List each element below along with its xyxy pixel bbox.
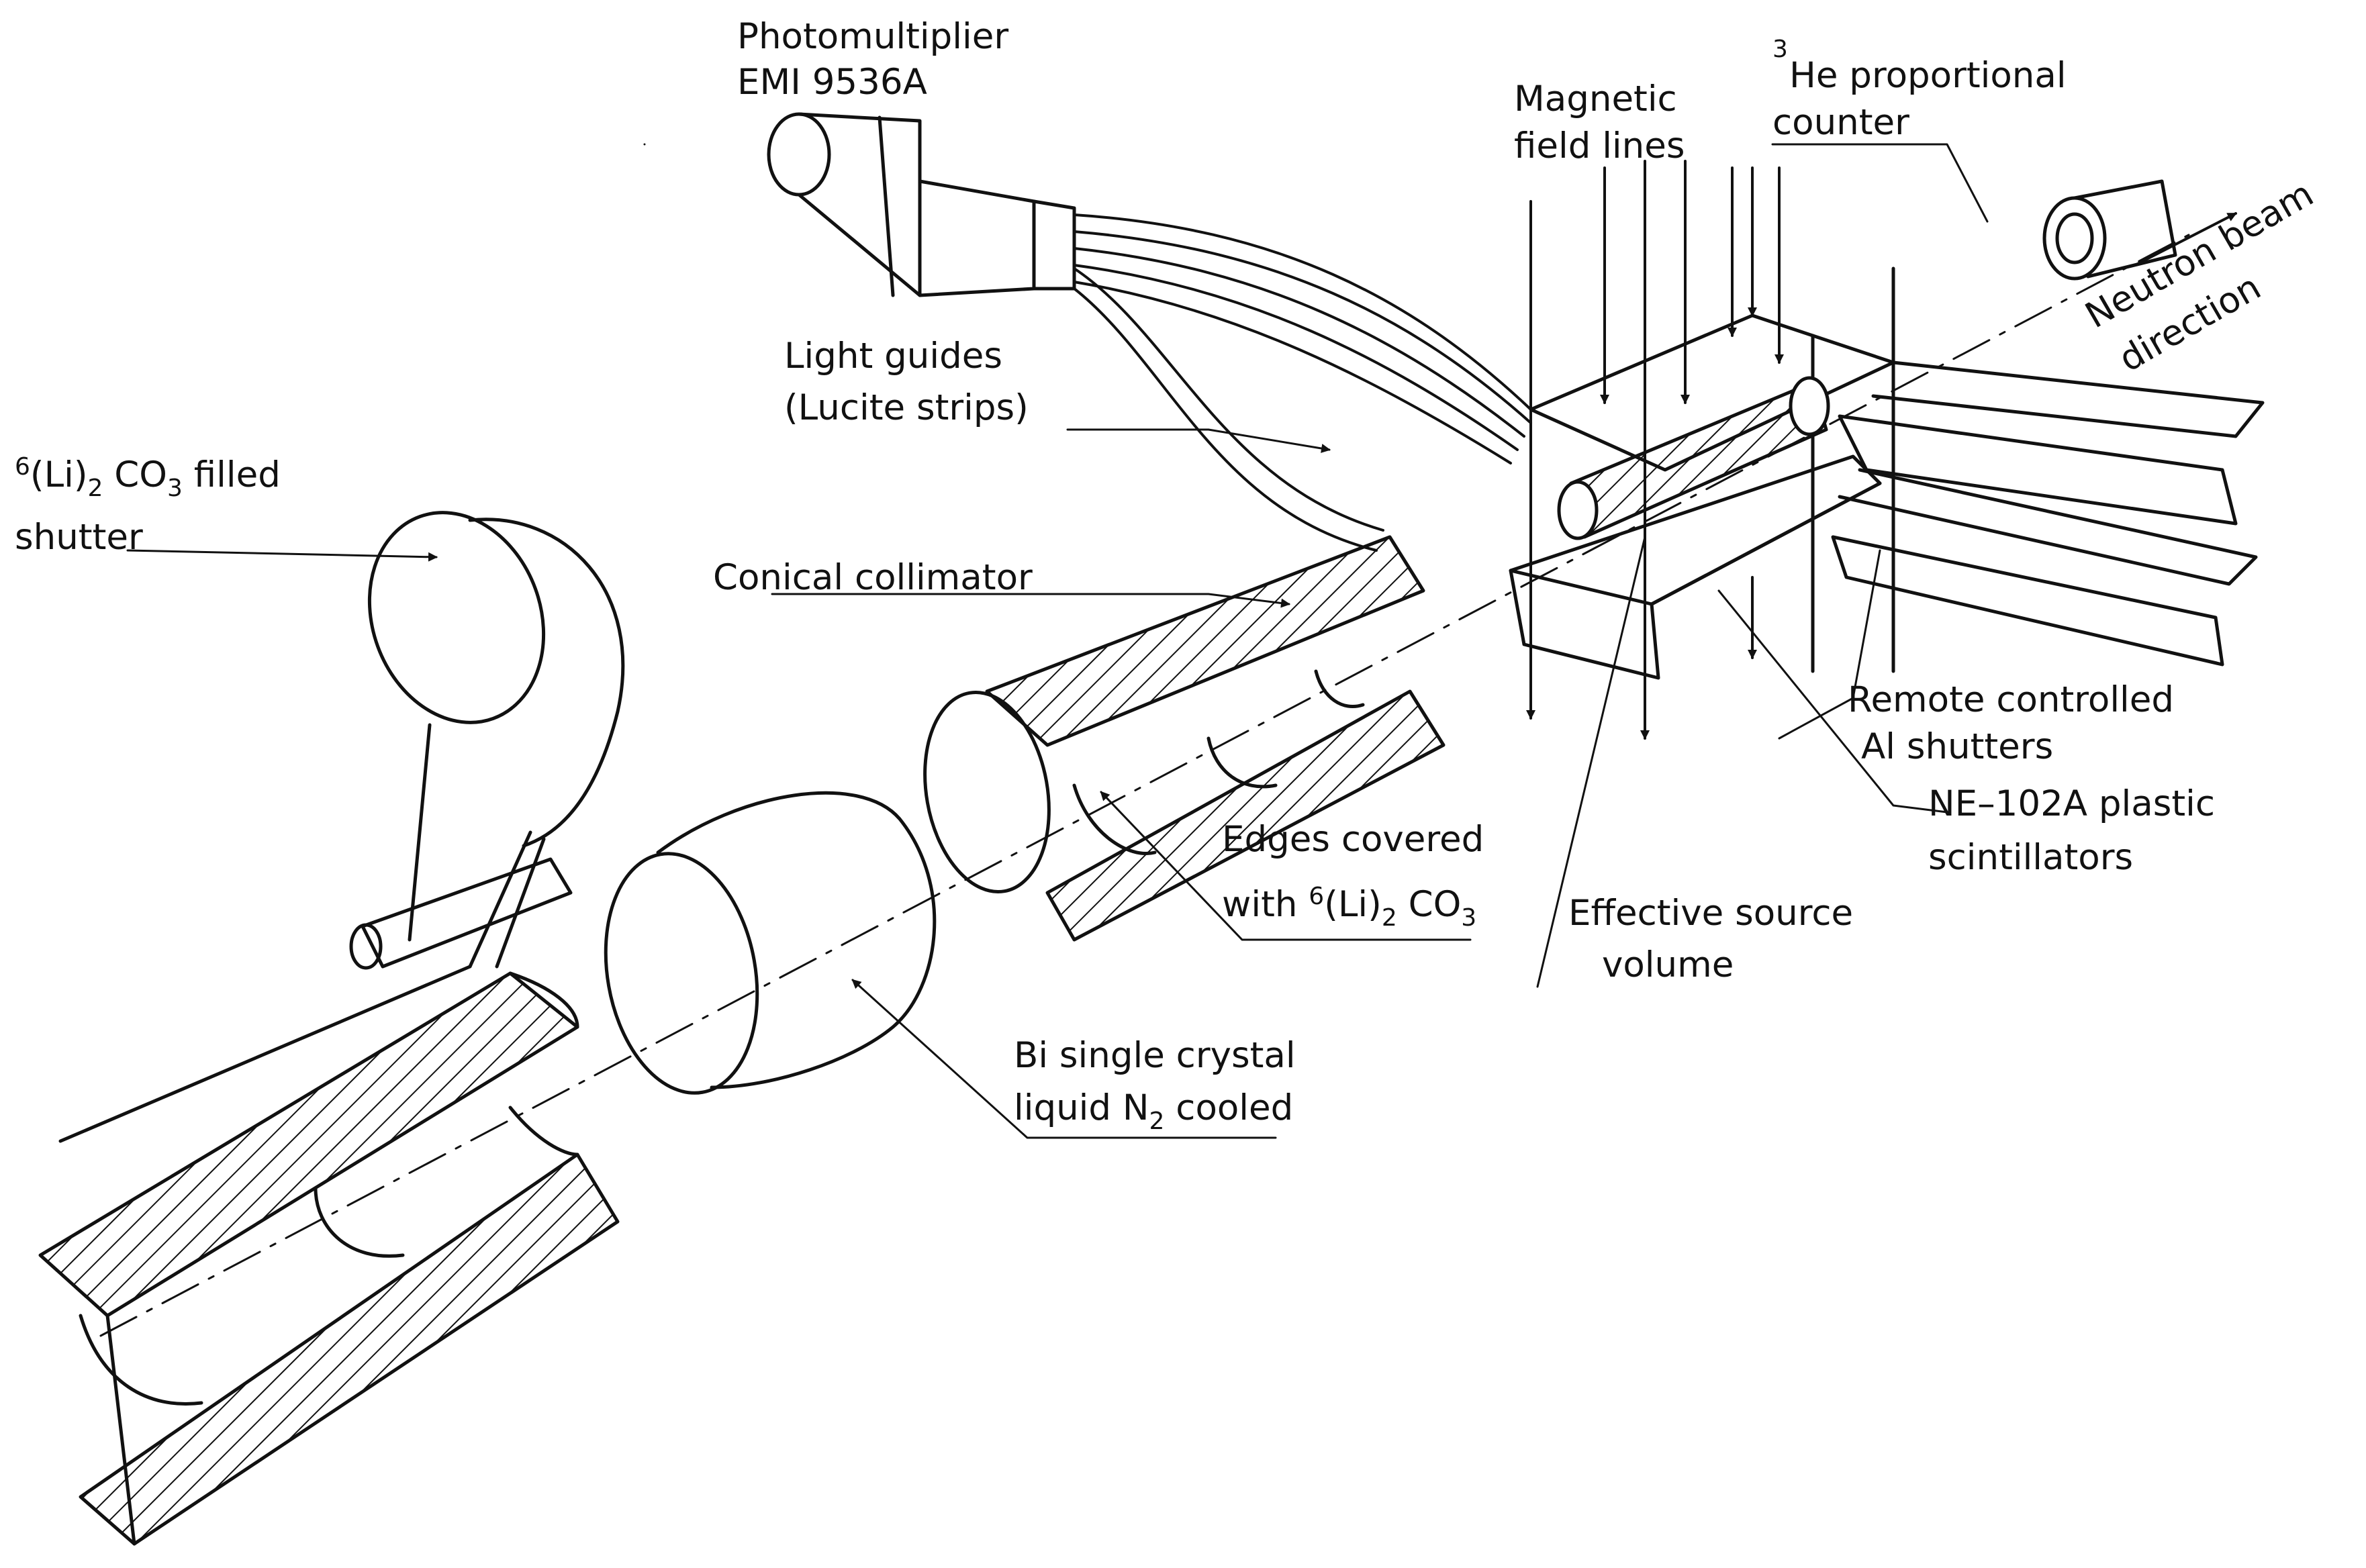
edges-label-2: with 6(Li)2 CO3 bbox=[1222, 883, 1476, 932]
leader-lines bbox=[126, 143, 1989, 1139]
photomultiplier bbox=[767, 112, 1076, 297]
scintillator-assembly bbox=[1509, 266, 2265, 680]
beam-axis bbox=[99, 234, 2190, 1337]
he3-label-1: He proportional bbox=[1789, 55, 2067, 96]
magnetic-label-2: field lines bbox=[1514, 126, 1685, 166]
photomultiplier-label-2: EMI 9536A bbox=[737, 62, 927, 103]
li-shutter bbox=[349, 511, 625, 970]
light-guides-label-1: Light guides bbox=[784, 336, 1002, 377]
effective-source-volume bbox=[1557, 376, 1830, 540]
magnetic-field-lines bbox=[1526, 160, 1784, 740]
bi-crystal-label-1: Bi single crystal bbox=[1014, 1035, 1296, 1076]
ne102-label-1: NE–102A plastic bbox=[1928, 783, 2215, 824]
li-shutter-label-1: 6(Li)2 CO3 filled bbox=[15, 453, 281, 502]
he3-counter bbox=[2042, 179, 2177, 281]
ne102-label-2: scintillators bbox=[1928, 837, 2133, 878]
photomultiplier-label-1: Photomultiplier bbox=[737, 16, 1008, 57]
edges-label-1: Edges covered bbox=[1222, 819, 1484, 860]
effective-source-label-2: volume bbox=[1602, 944, 1734, 985]
lower-collimator-tube bbox=[38, 965, 620, 1546]
remote-shutters-label-2: Al shutters bbox=[1861, 726, 2053, 767]
conical-collimator bbox=[923, 535, 1446, 942]
light-guides bbox=[1073, 213, 1532, 552]
bi-crystal-label-2: liquid N2 cooled bbox=[1014, 1087, 1293, 1135]
conical-collimator-label: Conical collimator bbox=[713, 557, 1033, 598]
light-guides-label-2: (Lucite strips) bbox=[784, 387, 1029, 428]
remote-shutters-label-1: Remote controlled bbox=[1848, 679, 2174, 720]
neutron-direction-arrow bbox=[2134, 212, 2237, 266]
he3-label-sup: 3 bbox=[1772, 36, 1788, 63]
magnetic-label-1: Magnetic bbox=[1514, 79, 1677, 119]
effective-source-label-1: Effective source bbox=[1568, 893, 1853, 934]
he3-label-2: counter bbox=[1772, 102, 1909, 143]
al-shutters bbox=[1831, 414, 2238, 667]
bi-crystal bbox=[604, 791, 937, 1095]
li-shutter-label-2: shutter bbox=[15, 517, 143, 558]
